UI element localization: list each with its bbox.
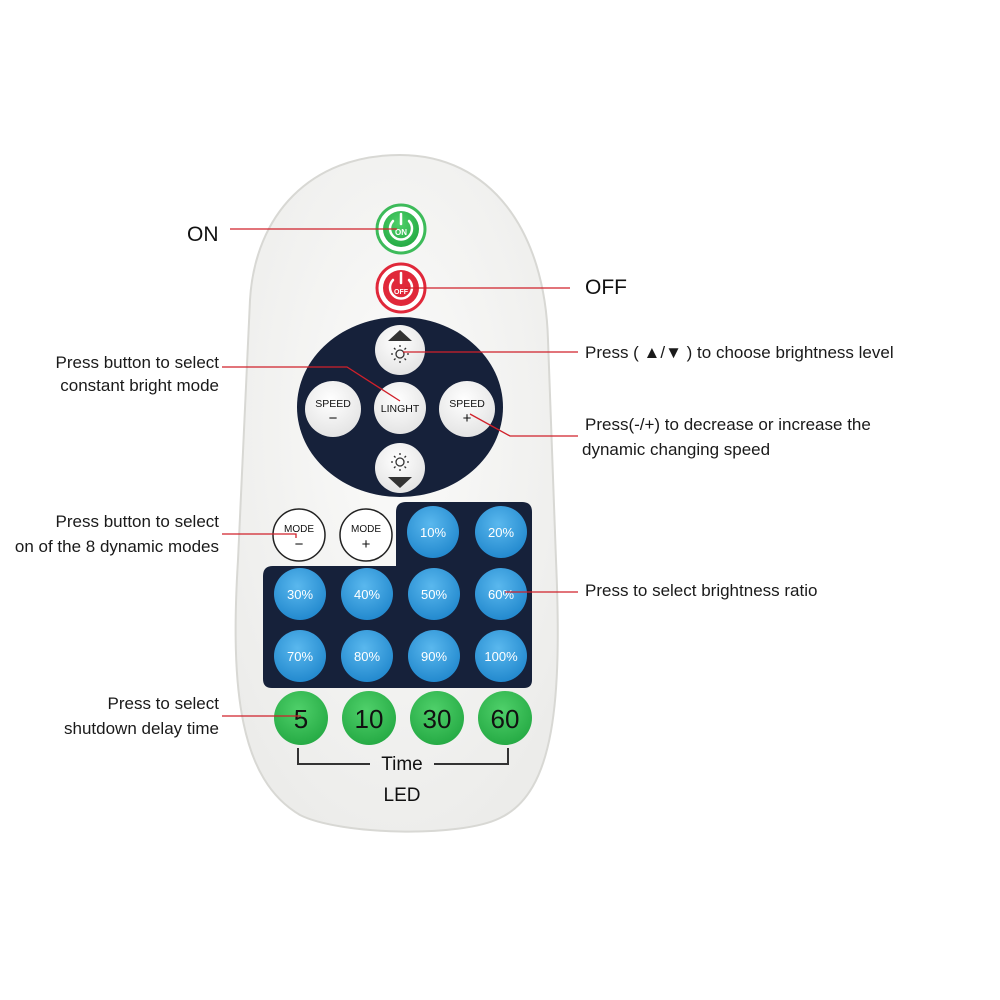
mode-minus-button[interactable]: MODE − [272,508,326,562]
speed-plus-sign: + [463,410,472,427]
sun-icon [391,453,409,471]
brightness-ratio-grid: 10% 20% 30% 40% 50% 60% 70% 80% [274,506,527,682]
light-center-label: LINGHT [381,403,420,415]
power-icon [388,219,414,241]
timer-60-button[interactable]: 60 [478,691,532,745]
brightness-60-button[interactable]: 60% [475,568,527,620]
brightness-50-button[interactable]: 50% [408,568,460,620]
annotation-speed-line2: dynamic changing speed [582,440,770,459]
brightness-70-button[interactable]: 70% [274,630,326,682]
speed-minus-sign: − [329,410,338,427]
brand-label: LED [384,785,421,806]
brightness-70-label: 70% [287,649,313,664]
mode-minus-sign: − [295,536,304,553]
timer-10-label: 10 [355,704,384,734]
annotation-constant-line2: constant bright mode [60,376,219,395]
brightness-90-label: 90% [421,649,447,664]
brightness-40-button[interactable]: 40% [341,568,393,620]
annotation-delay-line1: Press to select [108,694,220,713]
brightness-60-label: 60% [488,587,514,602]
speed-plus-label: SPEED [449,398,485,410]
up-arrow-icon [388,330,412,341]
brightness-10-button[interactable]: 10% [407,506,459,558]
brightness-30-label: 30% [287,587,313,602]
mode-plus-sign: + [362,536,371,553]
brightness-20-button[interactable]: 20% [475,506,527,558]
annotation-ratio: Press to select brightness ratio [585,581,817,600]
light-center-button[interactable]: LINGHT [374,382,426,434]
mode-plus-button[interactable]: MODE + [339,508,393,562]
annotation-off: OFF [585,276,627,299]
brightness-80-label: 80% [354,649,380,664]
time-caption: Time [381,754,423,775]
mode-minus-label: MODE [284,524,314,535]
off-button-label: OFF [394,289,409,296]
brightness-panel [263,502,532,688]
brightness-40-label: 40% [354,587,380,602]
timer-60-label: 60 [491,704,520,734]
annotation-brightness-level: Press ( ▲/▼ ) to choose brightness level [585,343,894,362]
off-button[interactable]: OFF [375,262,427,314]
pointer-lines [222,228,578,717]
brightness-90-button[interactable]: 90% [408,630,460,682]
timer-30-label: 30 [423,704,452,734]
timer-row: 5 10 30 60 [274,691,532,745]
timer-10-button[interactable]: 10 [342,691,396,745]
brightness-80-button[interactable]: 80% [341,630,393,682]
mode-plus-label: MODE [351,524,381,535]
speed-minus-label: SPEED [315,398,351,410]
time-bracket [297,748,509,765]
annotation-dynamic-line1: Press button to select [56,512,220,531]
speed-plus-button[interactable]: SPEED + [439,381,495,437]
brightness-down-button[interactable] [375,443,425,493]
timer-30-button[interactable]: 30 [410,691,464,745]
timer-5-button[interactable]: 5 [274,691,328,745]
brightness-100-button[interactable]: 100% [475,630,527,682]
annotation-delay-line2: shutdown delay time [64,719,219,738]
brightness-100-label: 100% [484,649,518,664]
brightness-10-label: 10% [420,525,446,540]
down-arrow-icon [388,477,412,488]
annotation-on: ON [187,223,219,246]
annotation-speed-line1: Press(-/+) to decrease or increase the [585,415,871,434]
brightness-50-label: 50% [421,587,447,602]
annotation-dynamic-line2: on of the 8 dynamic modes [15,537,219,556]
annotation-constant-line1: Press button to select [56,353,220,372]
speed-minus-button[interactable]: SPEED − [305,381,361,437]
sun-icon [391,345,409,363]
brightness-20-label: 20% [488,525,514,540]
timer-5-label: 5 [294,704,308,734]
brightness-30-button[interactable]: 30% [274,568,326,620]
brightness-up-button[interactable] [375,325,425,375]
on-button-label: ON [395,228,407,237]
power-icon [388,278,414,300]
